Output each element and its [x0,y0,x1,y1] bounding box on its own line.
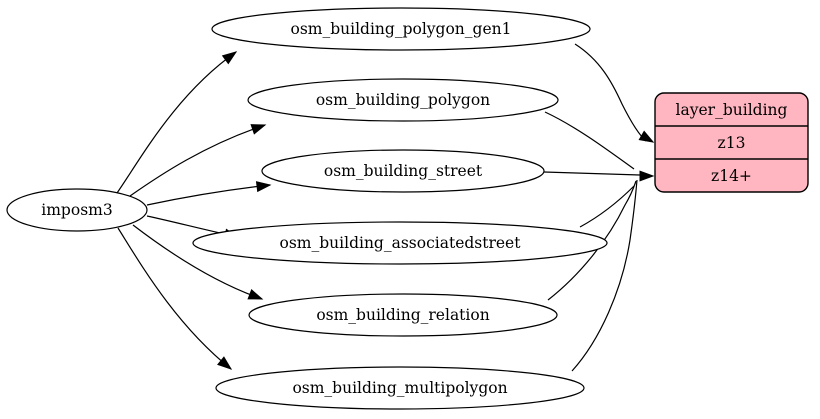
node-osm_building_polygon-ellipse[interactable] [247,78,559,122]
arrow-to-gen1 [221,51,238,65]
node-osm_building_street-ellipse[interactable] [261,149,545,193]
arrow-to-z13 [638,130,655,143]
zoom-z13-label[interactable]: z13 [718,134,746,152]
arrow-to-multipolygon [217,356,233,370]
edge-osm_building_multipolygon-to-zoom-z14 [571,179,638,372]
node-osm_building_polygon_gen1-label: osm_building_polygon_gen1 [291,20,512,38]
layer-building-record[interactable]: layer_building z13 z14+ [654,92,809,193]
node-osm_building_multipolygon-label: osm_building_multipolygon [292,379,507,397]
edge-imposm3-to-osm_building_polygon [129,124,266,197]
node-osm_building_polygon-label: osm_building_polygon [316,91,490,109]
edge-osm_building_relation-to-zoom-z14 [547,180,637,301]
edge-osm_building_polygon-to-zoom-z14 [544,111,635,170]
node-osm_building_street-label: osm_building_street [324,162,483,180]
layer-title-label[interactable]: layer_building [676,101,788,119]
node-osm_building_relation-ellipse[interactable] [248,293,558,337]
node-osm_building_multipolygon-ellipse[interactable] [215,366,585,410]
edge-imposm3-to-osm_building_relation [132,224,263,300]
edges-group [116,43,647,372]
arrow-to-street [255,181,272,193]
edge-osm_building_associatedstreet-to-zoom-z14 [579,185,635,228]
node-osm_building_associatedstreet-ellipse[interactable] [192,221,608,265]
arrow-to-relation [247,289,264,300]
node-imposm3-ellipse[interactable] [6,188,148,232]
node-imposm3-label: imposm3 [41,201,112,219]
arrow-to-polygon [250,124,267,135]
arrowheads-group [217,51,655,370]
node-osm_building_associatedstreet-label: osm_building_associatedstreet [280,234,522,252]
layer-building-box[interactable] [654,92,809,193]
zoom-z14-label[interactable]: z14+ [711,167,752,185]
nodes-group: imposm3 osm_building_polygon_gen1 osm_buil… [6,7,608,410]
edge-imposm3-to-osm_building_street [146,184,271,206]
node-osm_building_polygon_gen1-ellipse[interactable] [211,7,591,51]
arrow-to-z14 [639,170,655,182]
edge-imposm3-to-osm_building_multipolygon [117,227,232,370]
edge-osm_building_polygon_gen1-to-zoom-z13 [574,43,647,142]
edge-osm_building_street-to-zoom-z14 [543,171,641,176]
node-osm_building_relation-label: osm_building_relation [316,306,489,324]
edge-imposm3-to-osm_building_polygon_gen1 [116,51,237,194]
